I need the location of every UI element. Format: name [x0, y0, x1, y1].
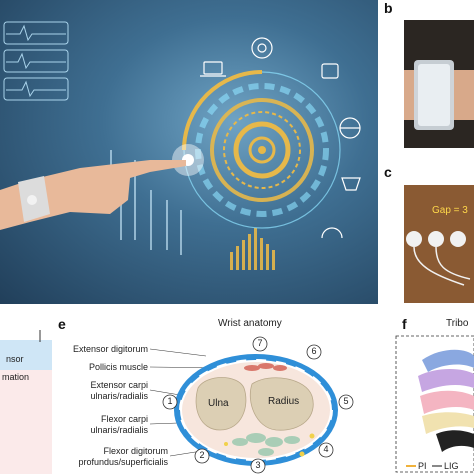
tribo-layers-graphic: [395, 335, 474, 473]
panel-e-wrist-anatomy: e Wrist anatomy Extensor digitorum Polli…: [56, 316, 390, 474]
position-2: 2: [199, 450, 205, 460]
position-7: 7: [257, 338, 263, 348]
panel-a-hud-illustration: [0, 0, 378, 304]
position-5: 5: [343, 396, 349, 406]
label-extensor-carpi-2: ulnaris/radialis: [90, 391, 148, 401]
hud-scene: [0, 21, 361, 270]
panel-d-text-2: mation: [2, 372, 30, 382]
chat-icon: [321, 63, 339, 79]
panel-c-letter: c: [384, 164, 392, 180]
panel-f-triboelectric: f Tribo PI LIG: [392, 316, 474, 474]
panel-f-title: Tribo: [446, 318, 469, 329]
panel-f-letter: f: [402, 316, 407, 332]
flexor-muscles: [232, 433, 300, 456]
ecg-monitor-icon: [3, 21, 69, 101]
electrode-positions: [162, 336, 354, 474]
position-1: 1: [167, 396, 173, 406]
panel-b-letter: b: [384, 0, 393, 16]
label-pollicis-muscle: Pollicis muscle: [88, 362, 148, 372]
panel-d-text-1: nsor: [6, 354, 24, 364]
tendons: [224, 433, 315, 457]
label-extensor-digitorum: Extensor digitorum: [72, 344, 148, 354]
laptop-icon: [203, 61, 223, 75]
gear-icon: [251, 37, 273, 59]
label-extensor-carpi-1: Extensor carpi: [90, 380, 148, 390]
position-6: 6: [311, 346, 317, 356]
panel-b-photo: [404, 20, 474, 148]
bar-graph-graphic: [230, 228, 275, 270]
extensor-muscles: [244, 363, 287, 371]
position-4: 4: [323, 444, 329, 454]
label-flexor-carpi-1: Flexor carpi: [100, 414, 148, 424]
label-flexor-digitorum-1: Flexor digitorum: [103, 446, 168, 456]
panel-c-photo: Gap = 3: [404, 185, 474, 303]
legend-pi-label: PI: [418, 461, 427, 471]
legend-lig-label: LIG: [444, 461, 459, 471]
gap-label: Gap = 3: [432, 205, 468, 216]
electrode-array-photo: [406, 231, 471, 286]
radius-label: Radius: [268, 396, 300, 407]
wrist-band-photo: [404, 60, 474, 130]
position-3: 3: [255, 460, 261, 470]
panel-e-title: Wrist anatomy: [218, 318, 282, 329]
panel-d-cropped: nsor mation: [0, 320, 52, 474]
headphones-icon: [321, 227, 343, 239]
panel-d-graphic: [0, 320, 52, 370]
gear-center-icon: [257, 43, 267, 53]
radius-bone: [249, 377, 314, 431]
panel-e-letter: e: [58, 316, 66, 332]
label-flexor-digitorum-2: profundus/superficialis: [78, 457, 168, 467]
ulna-label: Ulna: [208, 398, 229, 409]
hud-ring-graphic: [182, 70, 341, 229]
hand-graphic: [0, 160, 186, 230]
ulna-bone: [195, 377, 247, 431]
label-flexor-carpi-2: ulnaris/radialis: [90, 425, 148, 435]
cart-icon: [341, 177, 361, 191]
wrist-cross-section: [149, 336, 354, 474]
orbit-icons: [200, 37, 361, 239]
